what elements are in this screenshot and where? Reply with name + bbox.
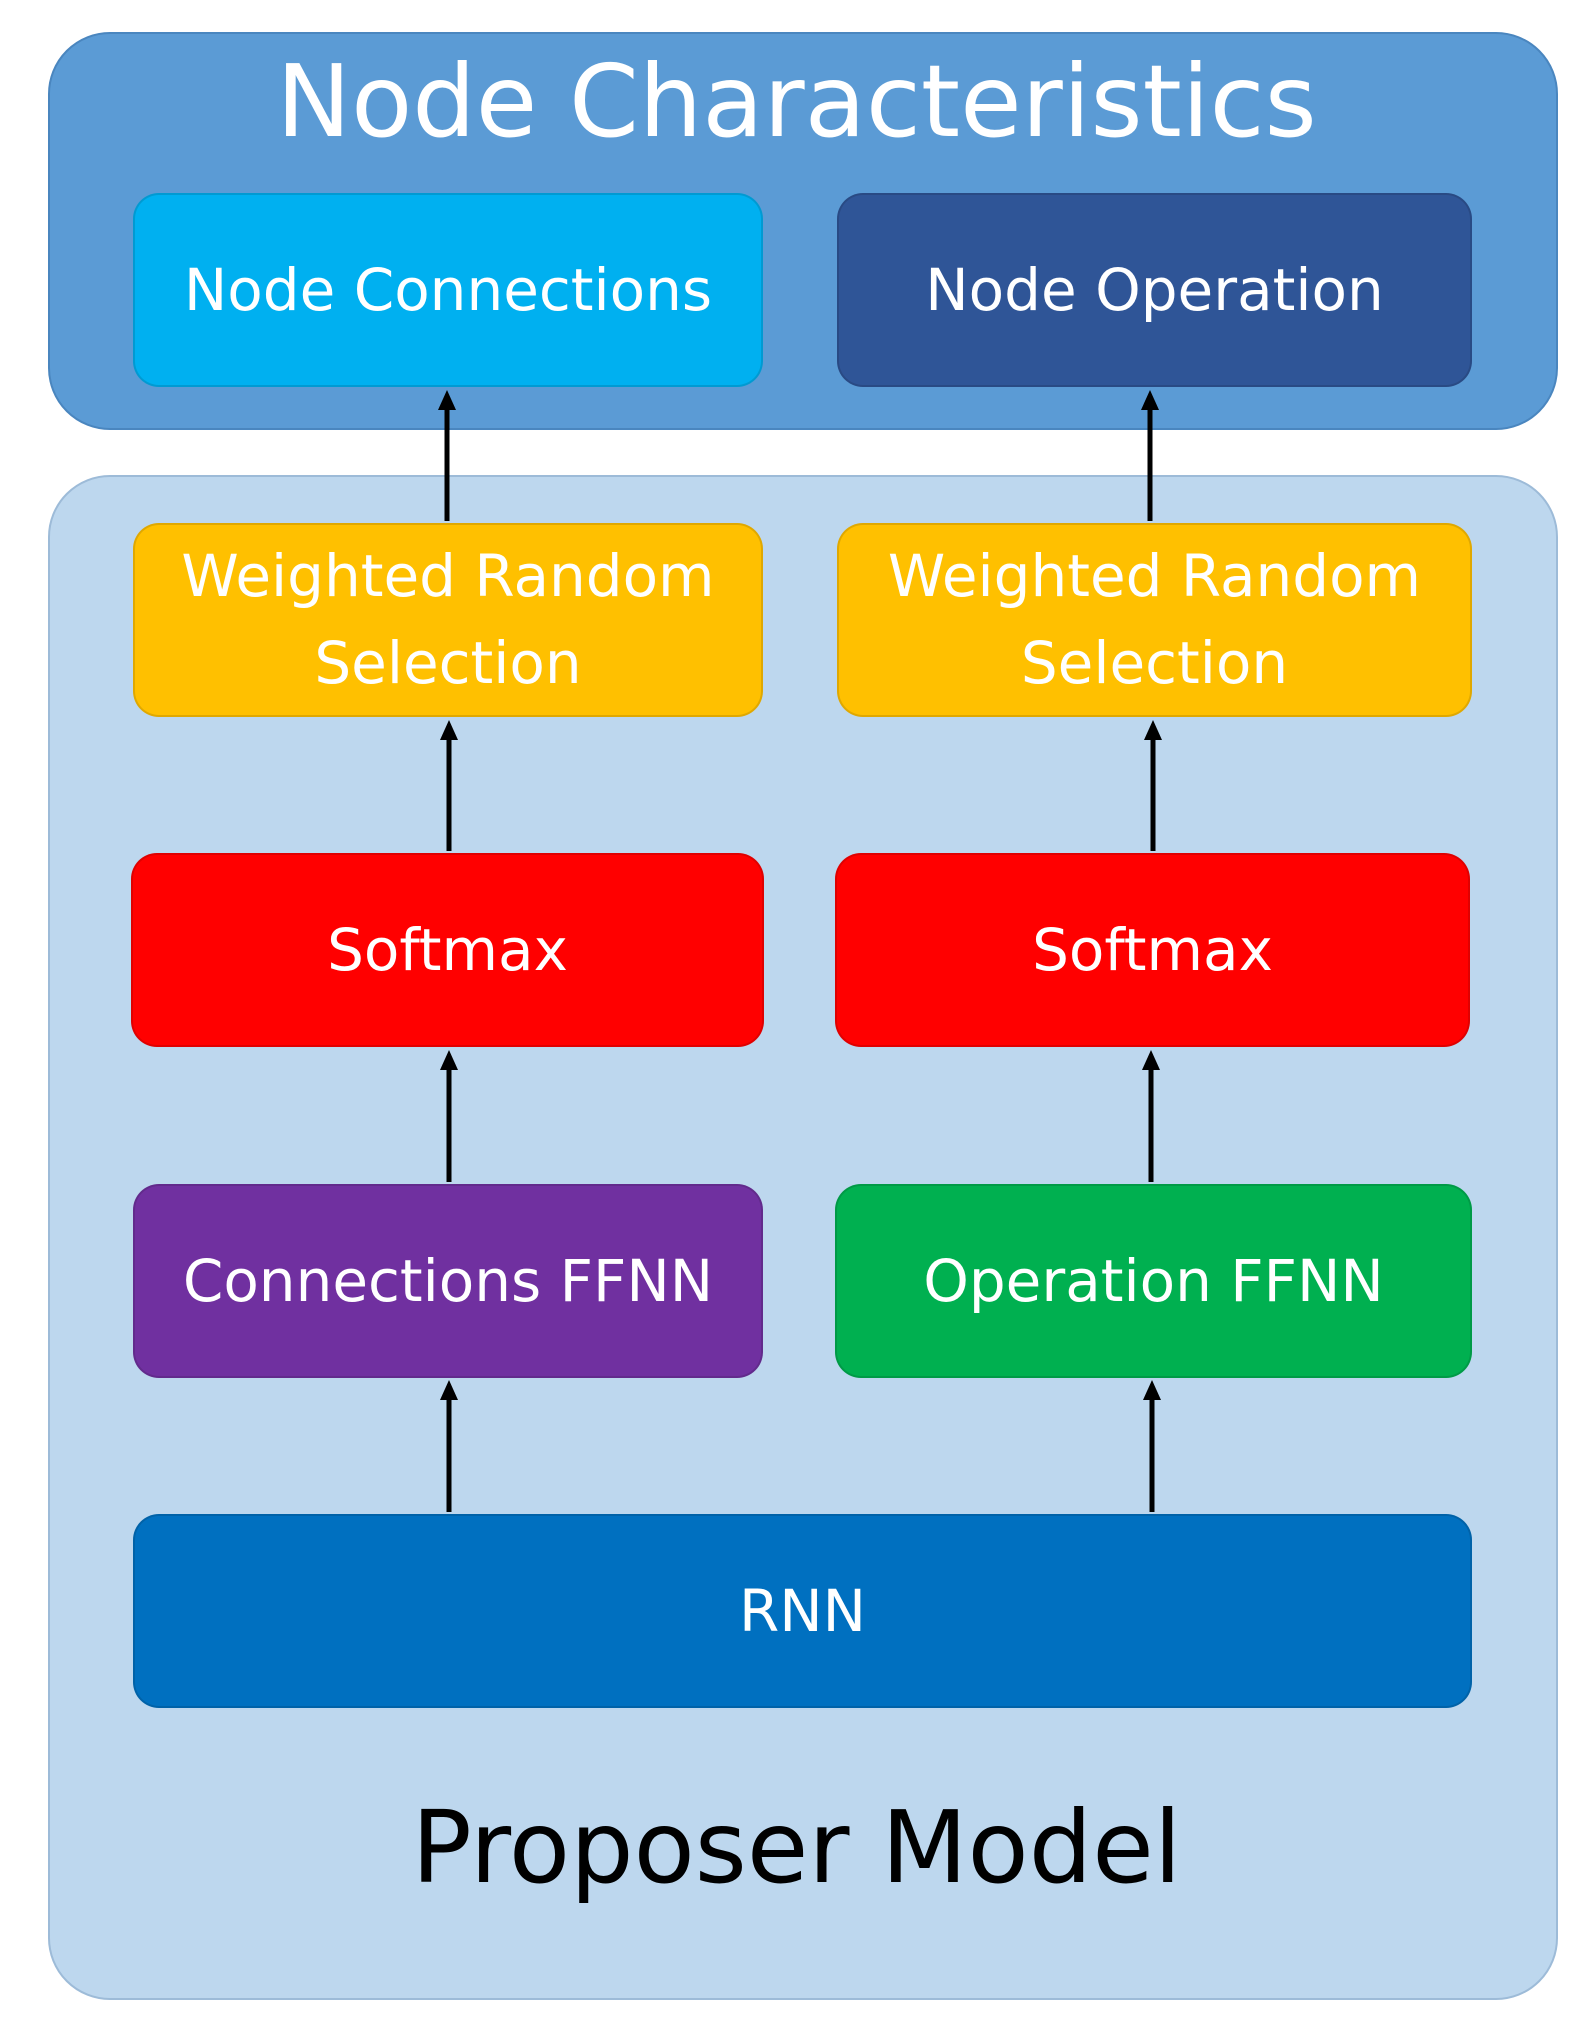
node-connections-box: Node Connections <box>133 193 763 387</box>
softmax-right-box: Softmax <box>835 853 1470 1047</box>
connections-ffnn-box: Connections FFNN <box>133 1184 763 1378</box>
operation-ffnn-box: Operation FFNN <box>835 1184 1472 1378</box>
weighted-random-selection-right-box: Weighted Random Selection <box>837 523 1472 717</box>
softmax-left-box: Softmax <box>131 853 764 1047</box>
node-operation-box: Node Operation <box>837 193 1472 387</box>
weighted-random-selection-left-box: Weighted Random Selection <box>133 523 763 717</box>
node-characteristics-title: Node Characteristics <box>276 43 1317 160</box>
proposer-model-title: Proposer Model <box>411 1789 1182 1906</box>
rnn-box: RNN <box>133 1514 1472 1708</box>
